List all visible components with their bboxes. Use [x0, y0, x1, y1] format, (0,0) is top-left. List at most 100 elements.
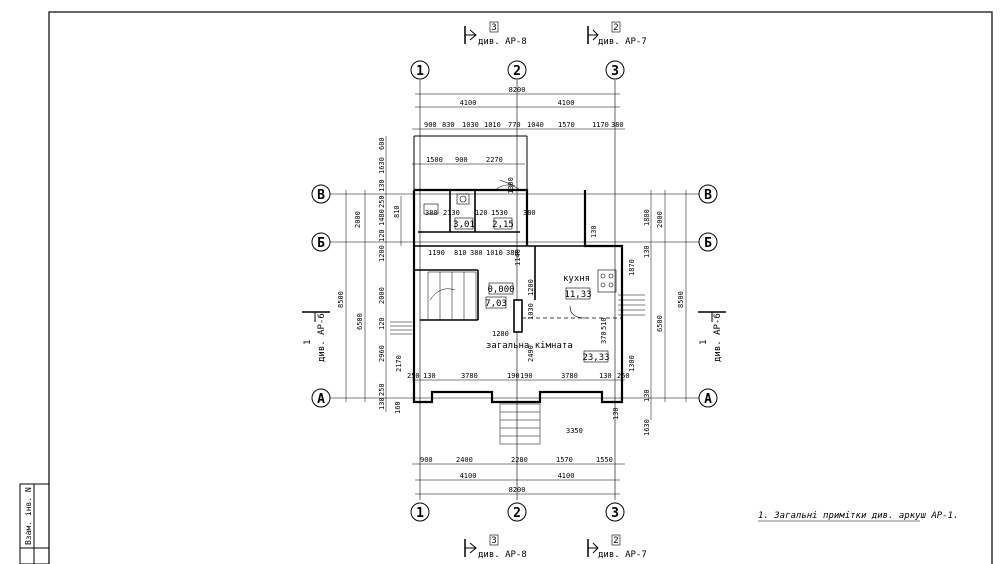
- svg-text:А: А: [704, 392, 712, 407]
- dim-top-6: 1570: [558, 121, 575, 129]
- axis-bubble-2-top: 2: [507, 60, 527, 80]
- dim-mid2-4: 380: [506, 249, 519, 257]
- svg-text:А: А: [317, 392, 325, 407]
- axis-bubble-A-right: А: [698, 388, 718, 408]
- dim-lv-10: 2960: [378, 345, 386, 362]
- general-note: 1. Загальні примітки див. аркуш АР-1.: [758, 511, 958, 522]
- section-mark-2-bottom: 2 див. АР-7: [587, 534, 647, 560]
- dim-1140: 1140: [514, 249, 522, 266]
- dim-mid2-0: 1190: [428, 249, 445, 257]
- svg-text:1: 1: [416, 506, 424, 521]
- svg-text:див. АР-6: див. АР-6: [713, 313, 723, 362]
- svg-text:3: 3: [611, 64, 619, 79]
- axis-lines: [330, 80, 700, 500]
- dim-top-7: 1170: [592, 121, 609, 129]
- staircase: [390, 271, 645, 445]
- axis-bubble-A-left: А: [311, 388, 331, 408]
- dim-sep-3: 190: [507, 372, 520, 380]
- dim-370: 370: [600, 331, 608, 344]
- dim-right-130c: 130: [590, 225, 598, 238]
- dim-top-2: 1030: [462, 121, 479, 129]
- dim-left-8500: 8500: [337, 291, 345, 308]
- dim-left-6500: 6500: [356, 313, 364, 330]
- svg-text:1: 1: [303, 340, 313, 345]
- dim-half-bot-2: 4100: [558, 472, 575, 480]
- dim-sep-2: 3780: [461, 372, 478, 380]
- dim-mid1-3: 1530: [491, 209, 508, 217]
- svg-text:7,03: 7,03: [485, 299, 507, 309]
- svg-text:2: 2: [513, 64, 521, 79]
- room-label-living: загальна кімната 23,33: [486, 341, 610, 363]
- dim-right-8500: 8500: [677, 291, 685, 308]
- axis-bubble-3-bottom: 3: [605, 502, 625, 522]
- svg-text:0,000: 0,000: [487, 285, 514, 295]
- svg-text:Б: Б: [317, 236, 325, 251]
- axis-bubble-B-left: Б: [311, 232, 331, 252]
- dim-lv-13: 160: [394, 401, 402, 414]
- svg-text:3: 3: [611, 506, 619, 521]
- svg-text:11,33: 11,33: [564, 290, 591, 300]
- axis-bubble-V-right: В: [698, 184, 718, 204]
- dim-left-2000: 2000: [354, 211, 362, 228]
- stamp-label: Взам. інв. N: [24, 487, 33, 545]
- svg-text:В: В: [704, 188, 712, 203]
- dim-right-6500: 6500: [656, 315, 664, 332]
- dim-right-130a: 130: [643, 245, 651, 258]
- dim-lv-5: 810: [393, 205, 401, 218]
- section-mark-2-top: 2 див. АР-7: [587, 21, 647, 47]
- axis-bubble-B-right: Б: [698, 232, 718, 252]
- dim-mid1-2: 120: [475, 209, 488, 217]
- dim-inner-1: 900: [455, 156, 468, 164]
- dim-top-5: 1040: [527, 121, 544, 129]
- axis-bubble-1-top: 1: [410, 60, 430, 80]
- dim-lv-8: 2000: [378, 287, 386, 304]
- room-label-kitchen: кухня 11,33: [563, 274, 592, 300]
- svg-text:1: 1: [416, 64, 424, 79]
- room-label-stairhall: 0,000 7,03: [485, 282, 515, 309]
- bottom-dim-lines: [412, 379, 625, 495]
- svg-text:див. АР-7: див. АР-7: [598, 550, 647, 560]
- left-dim-lines: [345, 136, 402, 412]
- dim-1200: 1200: [527, 279, 535, 296]
- dim-mid2-2: 380: [470, 249, 483, 257]
- axis-bubble-1-bottom: 1: [410, 502, 430, 522]
- section-mark-1-right: 1 див. АР-6: [698, 311, 726, 362]
- dim-sep-5: 3780: [561, 372, 578, 380]
- svg-text:В: В: [317, 188, 325, 203]
- dim-right-1900: 1300: [628, 355, 636, 372]
- dim-bot-0: 900: [420, 456, 433, 464]
- dim-inner-2: 2270: [486, 156, 503, 164]
- dim-right-1870: 1870: [628, 259, 636, 276]
- svg-text:див. АР-8: див. АР-8: [478, 37, 527, 47]
- dim-half-top-1: 4100: [460, 99, 477, 107]
- room-label-bath: 3,01: [453, 217, 475, 230]
- dim-2490: 2490: [527, 345, 535, 362]
- dim-3350: 3350: [566, 427, 583, 435]
- dim-sep-6: 130: [599, 372, 612, 380]
- dim-left-2170: 2170: [395, 355, 403, 372]
- dim-sep-7: 250: [617, 372, 630, 380]
- svg-text:1. Загальні примітки див. арку: 1. Загальні примітки див. аркуш АР-1.: [758, 511, 958, 521]
- dim-mid1-1: 2130: [443, 209, 460, 217]
- dim-sep-1: 130: [423, 372, 436, 380]
- dim-1030: 1030: [527, 303, 535, 320]
- dim-1300: 1300: [507, 177, 515, 194]
- dim-mid2-1: 810: [454, 249, 467, 257]
- svg-text:2: 2: [613, 23, 618, 33]
- dim-lv-3: 250: [378, 195, 386, 208]
- axis-bubble-3-top: 3: [605, 60, 625, 80]
- section-mark-3-top: 3 див. АР-8: [464, 21, 527, 47]
- svg-text:Б: Б: [704, 236, 712, 251]
- dim-right-1880: 1880: [643, 209, 651, 226]
- svg-text:див. АР-6: див. АР-6: [317, 313, 327, 362]
- dim-bot-3: 1570: [556, 456, 573, 464]
- dim-lv-7: 1200: [378, 245, 386, 262]
- svg-text:3: 3: [491, 536, 496, 546]
- dim-top-1: 830: [442, 121, 455, 129]
- dim-lv-12: 130: [378, 397, 386, 410]
- dim-lv-4: 1480: [378, 209, 386, 226]
- right-dim-lines: [650, 190, 687, 420]
- dim-mid2-3: 1010: [486, 249, 503, 257]
- dim-lv-6: 120: [378, 229, 386, 242]
